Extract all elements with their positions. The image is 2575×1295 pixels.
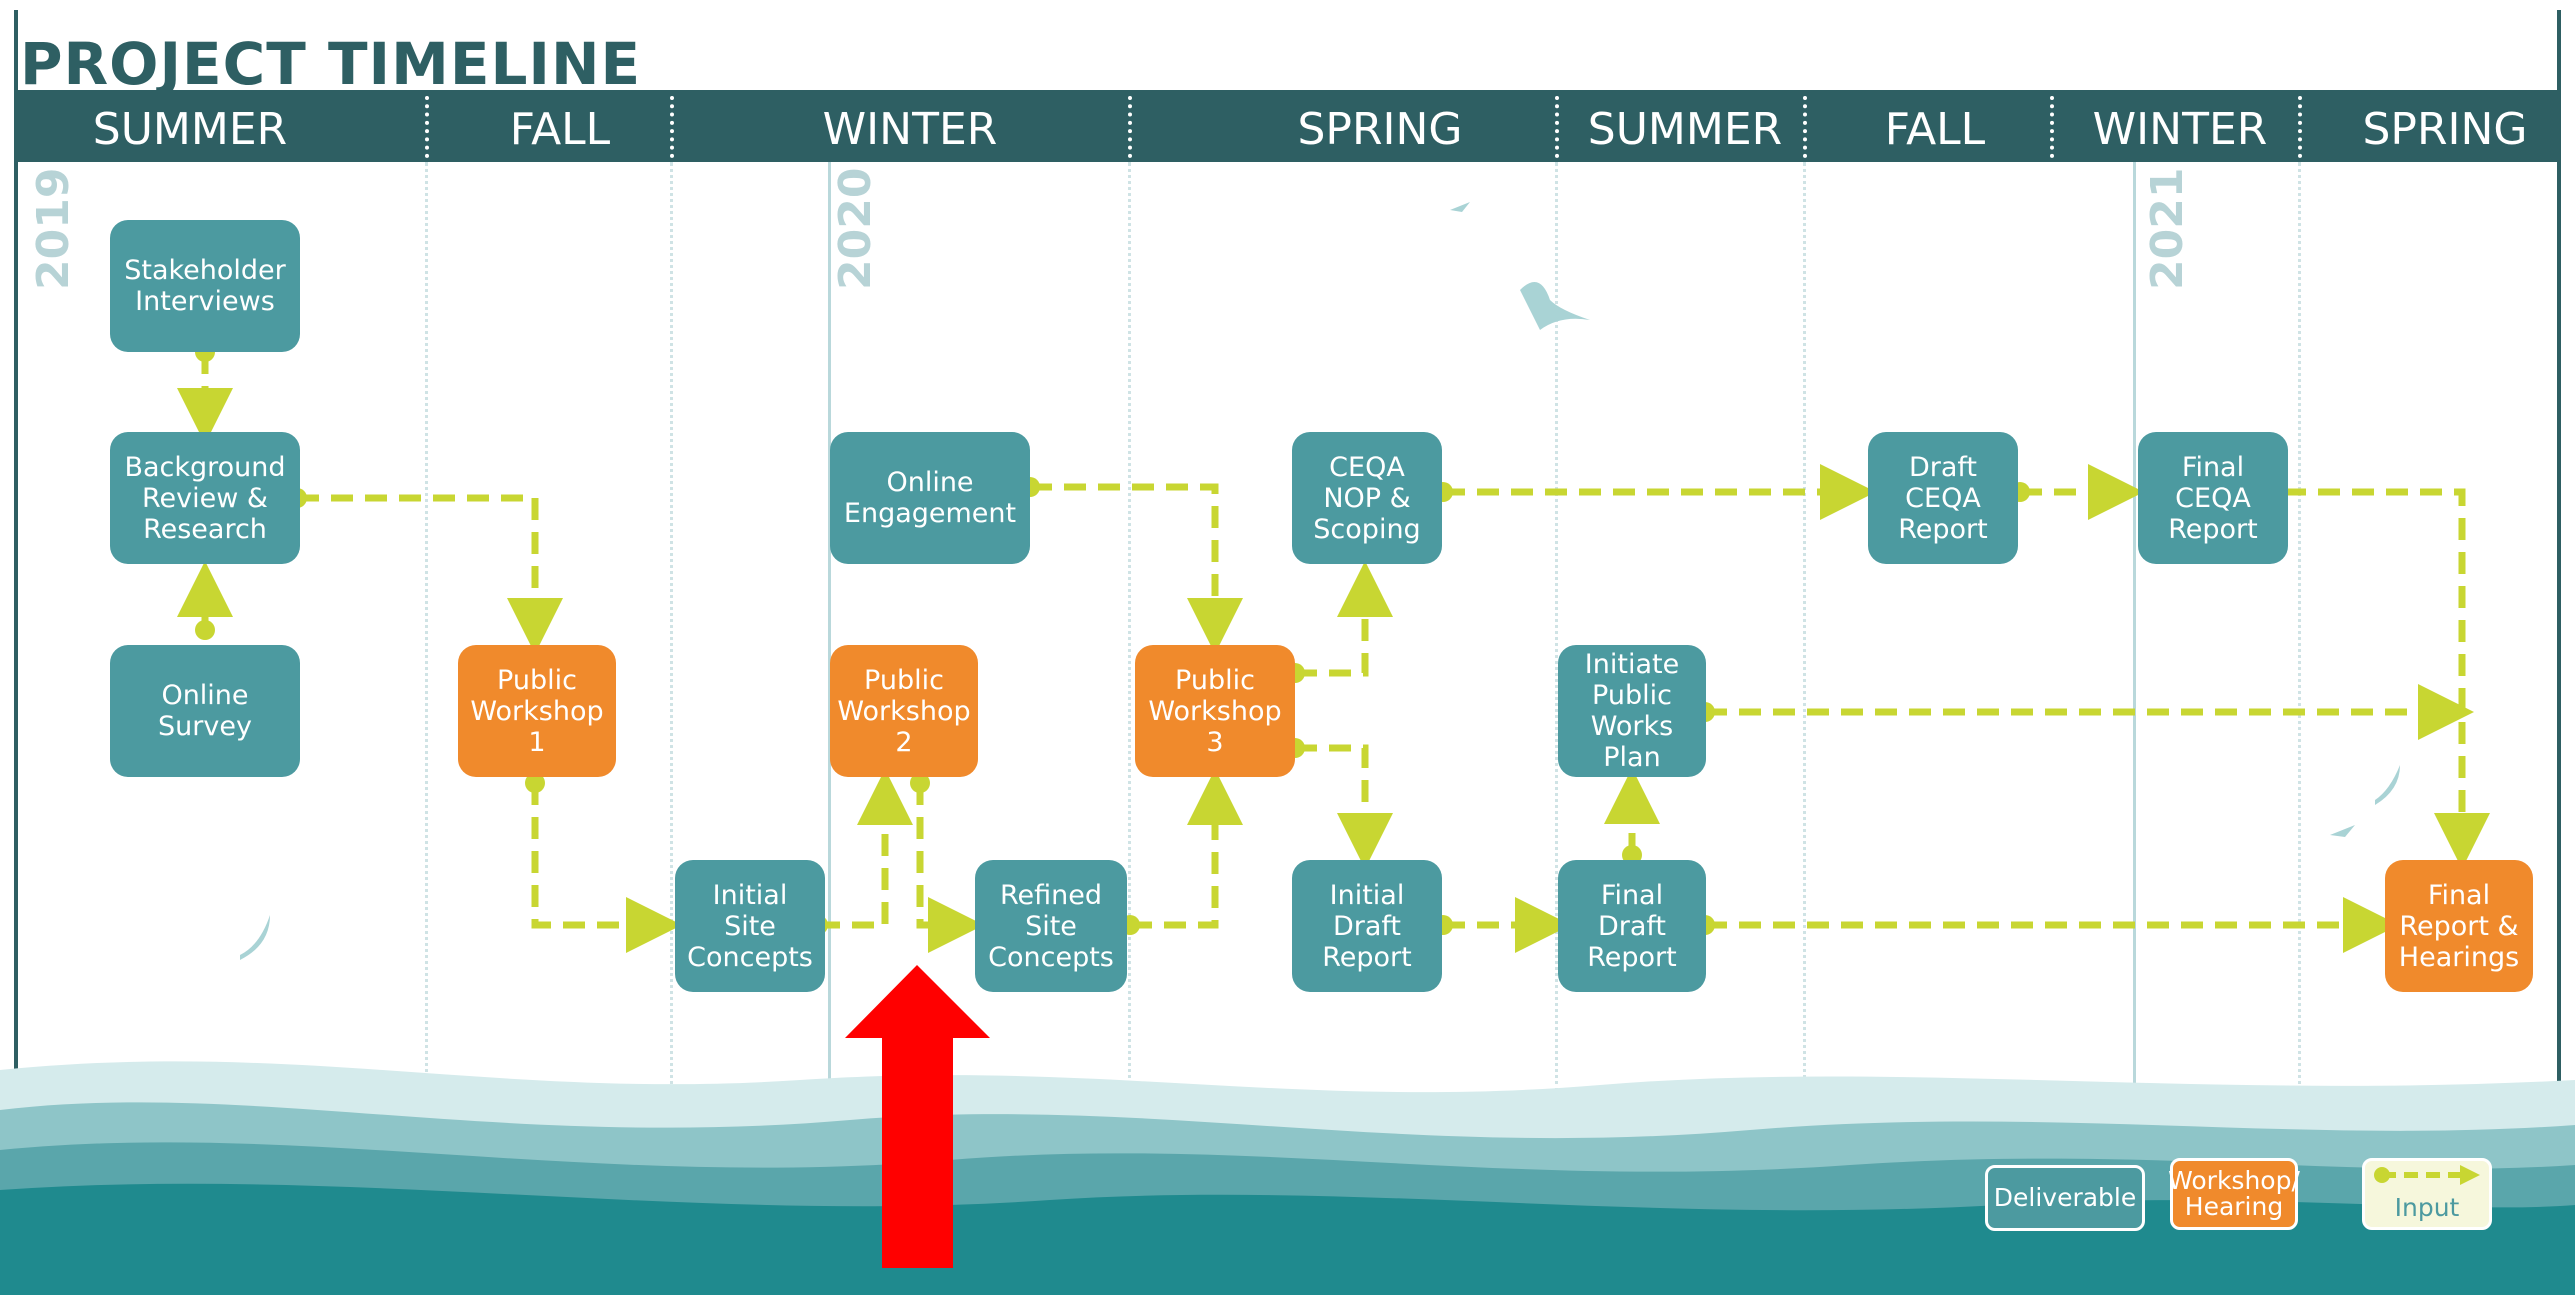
connector-refined-to-workshop3 [1130, 769, 1243, 929]
year-line-2020 [828, 162, 831, 1092]
season-divider [1555, 96, 1559, 158]
grid-line [1803, 162, 1806, 1092]
bird-icon [1450, 202, 1470, 212]
node-final-ceqa-report: Final CEQA Report [2138, 432, 2288, 564]
grid-line [425, 162, 428, 1092]
node-final-draft-report: Final Draft Report [1558, 860, 1706, 992]
season-label: WINTER [2092, 104, 2268, 155]
legend-input-sample-arrow [2374, 1165, 2480, 1185]
season-label: SUMMER [1587, 104, 1783, 155]
season-divider [1128, 96, 1132, 158]
season-label: FALL [1884, 104, 1986, 155]
grid-line [670, 162, 673, 1092]
connector-dot [525, 773, 545, 793]
season-divider [1803, 96, 1807, 158]
node-initial-draft-report: Initial Draft Report [1292, 860, 1442, 992]
connector-workshop3-to-initial-draft [1295, 744, 1393, 869]
grid-line [2298, 162, 2301, 1092]
node-public-workshop-3: Public Workshop 3 [1135, 645, 1295, 777]
year-line-2021 [2133, 162, 2136, 1092]
node-background-review: Background Review & Research [110, 432, 300, 564]
grid-line [1555, 162, 1558, 1092]
bird-icon [1520, 282, 1590, 330]
node-public-workshop-1: Public Workshop 1 [458, 645, 616, 777]
wave-decoration [0, 1061, 2575, 1295]
season-label: SPRING [1297, 104, 1463, 155]
season-label: WINTER [822, 104, 998, 155]
page-title: PROJECT TIMELINE [20, 30, 642, 98]
legend-deliverable: Deliverable [1985, 1165, 2145, 1231]
node-public-workshop-2: Public Workshop 2 [830, 645, 978, 777]
node-initial-site-concepts: Initial Site Concepts [675, 860, 825, 992]
connector-dot [195, 620, 215, 640]
node-ceqa-nop-scoping: CEQA NOP & Scoping [1292, 432, 1442, 564]
season-header-bar [14, 90, 2561, 162]
node-online-survey: Online Survey [110, 645, 300, 777]
season-divider [2298, 96, 2302, 158]
grid-line [1128, 162, 1131, 1092]
bird-icon [2375, 765, 2400, 805]
season-divider [670, 96, 674, 158]
season-divider [2050, 96, 2054, 158]
connector-online-to-workshop3 [1030, 483, 1243, 654]
node-initiate-public-works-plan: Initiate Public Works Plan [1558, 645, 1706, 777]
node-stakeholder-interviews: Stakeholder Interviews [110, 220, 300, 352]
bird-icon [240, 915, 270, 960]
season-label: SUMMER [92, 104, 288, 155]
node-online-engagement: Online Engagement [830, 432, 1030, 564]
node-final-report-hearings: Final Report & Hearings [2385, 860, 2533, 992]
connector-workshop1-to-initial-concepts [531, 783, 682, 953]
connector-workshop3-to-ceqa-nop [1295, 561, 1393, 677]
season-label: FALL [509, 104, 611, 155]
connector-background-to-workshop1 [297, 494, 563, 654]
connector-dot [910, 773, 930, 793]
node-draft-ceqa-report: Draft CEQA Report [1868, 432, 2018, 564]
season-label: SPRING [2362, 104, 2528, 155]
legend-workshop-hearing: Workshop/ Hearing [2168, 1158, 2300, 1230]
node-refined-site-concepts: Refined Site Concepts [975, 860, 1127, 992]
season-divider [425, 96, 429, 158]
connector-workshop2-to-refined-concepts [916, 783, 984, 953]
bird-icon [2330, 825, 2355, 837]
